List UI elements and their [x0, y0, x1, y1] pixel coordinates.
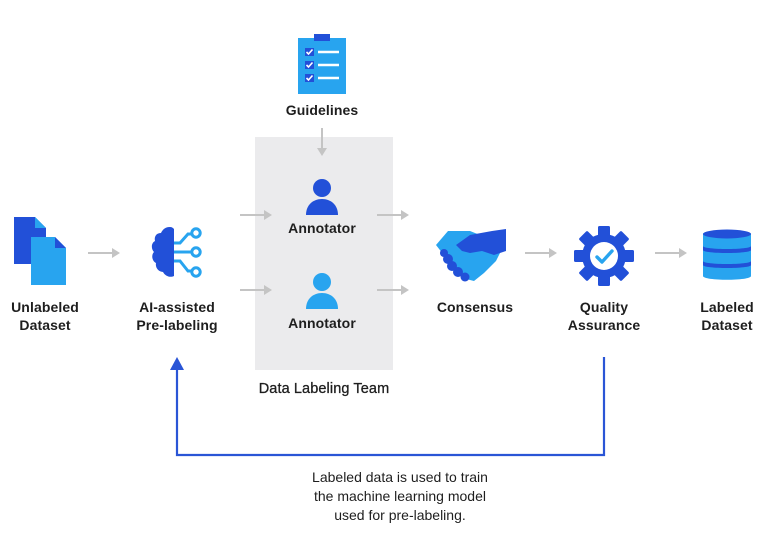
guidelines-label: Guidelines [285, 102, 359, 118]
handshake-icon [436, 229, 506, 282]
documents-icon [14, 217, 66, 285]
data-labeling-team-label: Data Labeling Team [258, 381, 390, 397]
feedback-caption: Labeled data is used to train the machin… [312, 469, 488, 523]
annotator-2-label: Annotator [288, 315, 356, 331]
labeled-dataset-label: Labeled Dataset [700, 299, 754, 333]
annotator-1-label: Annotator [288, 220, 356, 236]
feedback-loop-arrowhead [170, 357, 184, 370]
gear-check-icon [574, 226, 634, 286]
user-icon [306, 179, 338, 215]
feedback-loop-line [175, 357, 606, 457]
database-icon [703, 229, 751, 280]
quality-assurance-label: Quality Assurance [567, 299, 641, 333]
data-labeling-team-box [255, 137, 393, 370]
unlabeled-dataset-label: Unlabeled Dataset [11, 299, 79, 333]
user-icon [306, 273, 338, 309]
consensus-label: Consensus [436, 299, 514, 315]
ai-brain-icon [151, 227, 202, 278]
ai-prelabeling-label: AI-assisted Pre-labeling [136, 299, 218, 333]
clipboard-checklist-icon [298, 34, 346, 94]
